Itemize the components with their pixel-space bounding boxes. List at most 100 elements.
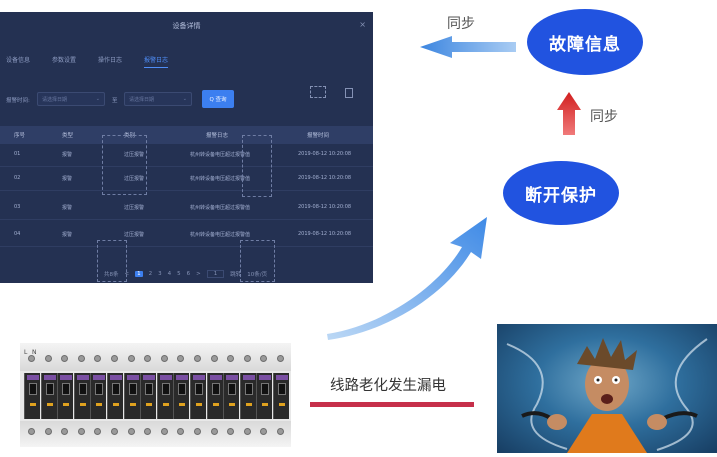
- pager-prev-button[interactable]: <: [124, 271, 130, 277]
- screw-icon: [44, 355, 52, 362]
- toggle-switch-icon: [244, 383, 253, 395]
- row-time: 2019-08-12 10:20:08: [298, 231, 352, 237]
- screw-icon: [177, 355, 185, 362]
- screw-icon: [144, 428, 152, 435]
- screw-icon: [77, 428, 85, 435]
- query-button[interactable]: Q 查询: [202, 90, 234, 108]
- row-index: 03: [14, 204, 21, 210]
- toggle-switch-icon: [195, 383, 203, 395]
- status-led: [46, 403, 53, 406]
- module-tag: [93, 375, 106, 380]
- row-category: 过压报警: [124, 232, 145, 238]
- toggle-switch-icon: [211, 383, 220, 395]
- breaker-module: [90, 373, 107, 419]
- screw-icon: [277, 355, 284, 362]
- breaker-module: [123, 373, 140, 419]
- row-time: 2019-08-12 10:20:08: [298, 204, 352, 210]
- toggle-switch-icon: [45, 383, 54, 395]
- breaker-module: [223, 373, 240, 419]
- fullscreen-icon[interactable]: [310, 86, 326, 98]
- close-icon[interactable]: ×: [359, 20, 366, 29]
- pager-next-button[interactable]: >: [196, 271, 201, 277]
- status-led: [262, 403, 269, 406]
- module-tag: [242, 375, 255, 380]
- pager-page-5[interactable]: 5: [177, 271, 181, 277]
- tab-alarm-log[interactable]: 报警日志: [144, 55, 169, 68]
- tab-operation-log[interactable]: 操作日志: [98, 57, 123, 64]
- status-led: [279, 403, 285, 406]
- status-led: [63, 403, 70, 406]
- row-time: 2019-08-12 10:20:08: [298, 151, 352, 157]
- alarm-time-label: 报警时间:: [6, 98, 30, 104]
- breaker-module: [256, 373, 273, 419]
- row-category: 过压报警: [124, 152, 145, 158]
- breaker-module: [190, 373, 206, 419]
- module-tag: [193, 375, 205, 380]
- row-log: 杭州转设备电压超过报警值: [190, 205, 251, 211]
- screw-icon: [28, 355, 35, 362]
- screw-icon: [160, 355, 168, 362]
- pager-goto-button[interactable]: 跳转: [230, 272, 242, 278]
- table-row[interactable]: 01 报警 过压报警 杭州转设备电压超过报警值 2019-08-12 10:20…: [0, 145, 373, 167]
- breaker-label-n: N: [32, 349, 37, 356]
- row-type: 报警: [62, 176, 73, 182]
- tab-device-info[interactable]: 设备信息: [6, 57, 31, 64]
- breaker-module: [239, 373, 256, 419]
- pager-page-2[interactable]: 2: [148, 271, 153, 277]
- row-type: 报警: [62, 152, 73, 158]
- screw-icon: [227, 355, 235, 362]
- screw-icon: [44, 428, 52, 435]
- pager-page-1[interactable]: 1: [135, 271, 143, 277]
- pager-page-4[interactable]: 4: [167, 271, 172, 277]
- module-tag: [76, 375, 89, 380]
- dialog-tabs: 设备信息 参数设置 操作日志 报警日志: [6, 55, 169, 68]
- disconnect-protection-node: 断开保护: [503, 161, 619, 225]
- status-led: [212, 403, 219, 406]
- export-icon[interactable]: [345, 88, 353, 98]
- screw-icon: [61, 428, 69, 435]
- screw-icon: [28, 428, 35, 435]
- pager-size-select[interactable]: 10条/页: [247, 272, 268, 278]
- module-tag: [259, 375, 272, 380]
- sync-left-arrow: [420, 36, 516, 58]
- dialog-title: 设备详情: [172, 22, 201, 30]
- pager-total: 共8条: [104, 272, 119, 278]
- start-date-select[interactable]: 请选择日期 ⌄: [37, 92, 105, 106]
- tab-parameters[interactable]: 参数设置: [52, 57, 77, 64]
- sync-up-arrow: [557, 92, 581, 135]
- row-log: 杭州转设备电压超过报警值: [190, 176, 251, 182]
- pager-goto-input[interactable]: 1: [206, 270, 225, 278]
- screw-icon: [144, 355, 152, 362]
- screw-icon: [111, 355, 118, 362]
- module-tag: [60, 375, 73, 380]
- highlight-box: [97, 240, 127, 282]
- end-date-select[interactable]: 请选择日期 ⌄: [124, 92, 192, 106]
- breaker-bottom-rail: [20, 421, 291, 447]
- row-index: 01: [14, 151, 21, 157]
- toggle-switch-icon: [145, 383, 154, 395]
- sync-label-up: 同步: [590, 109, 618, 125]
- toggle-switch-icon: [228, 383, 237, 395]
- screw-icon: [177, 428, 185, 435]
- screw-icon: [94, 428, 102, 435]
- row-log: 杭州转设备电压超过报警值: [190, 232, 251, 238]
- table-row[interactable]: 03 报警 过压报警 杭州转设备电压超过报警值 2019-08-12 10:20…: [0, 198, 373, 220]
- pager-page-6[interactable]: 6: [186, 271, 191, 277]
- screw-icon: [210, 355, 218, 362]
- screw-icon: [127, 355, 135, 362]
- table-row[interactable]: 02 报警 过压报警 杭州转设备电压超过报警值 2019-08-12 10:20…: [0, 169, 373, 191]
- highlight-box: [102, 135, 147, 195]
- status-led: [113, 403, 119, 406]
- screw-icon: [243, 428, 251, 435]
- screw-icon: [111, 428, 118, 435]
- row-type: 报警: [62, 232, 73, 238]
- toggle-switch-icon: [112, 383, 120, 395]
- end-date-placeholder: 请选择日期: [129, 97, 155, 103]
- module-tag: [276, 375, 288, 380]
- table-row[interactable]: 04 报警 过压报警 杭州转设备电压超过报警值 2019-08-12 10:20…: [0, 225, 373, 247]
- table-header: 序号 类型 类别 报警日志 报警时间: [0, 126, 373, 144]
- pager-page-3[interactable]: 3: [158, 271, 162, 277]
- device-details-dialog: 设备详情 × 设备信息 参数设置 操作日志 报警日志 报警时间: 请选择日期 ⌄…: [0, 12, 373, 283]
- screw-icon: [260, 355, 268, 362]
- status-led: [79, 403, 86, 406]
